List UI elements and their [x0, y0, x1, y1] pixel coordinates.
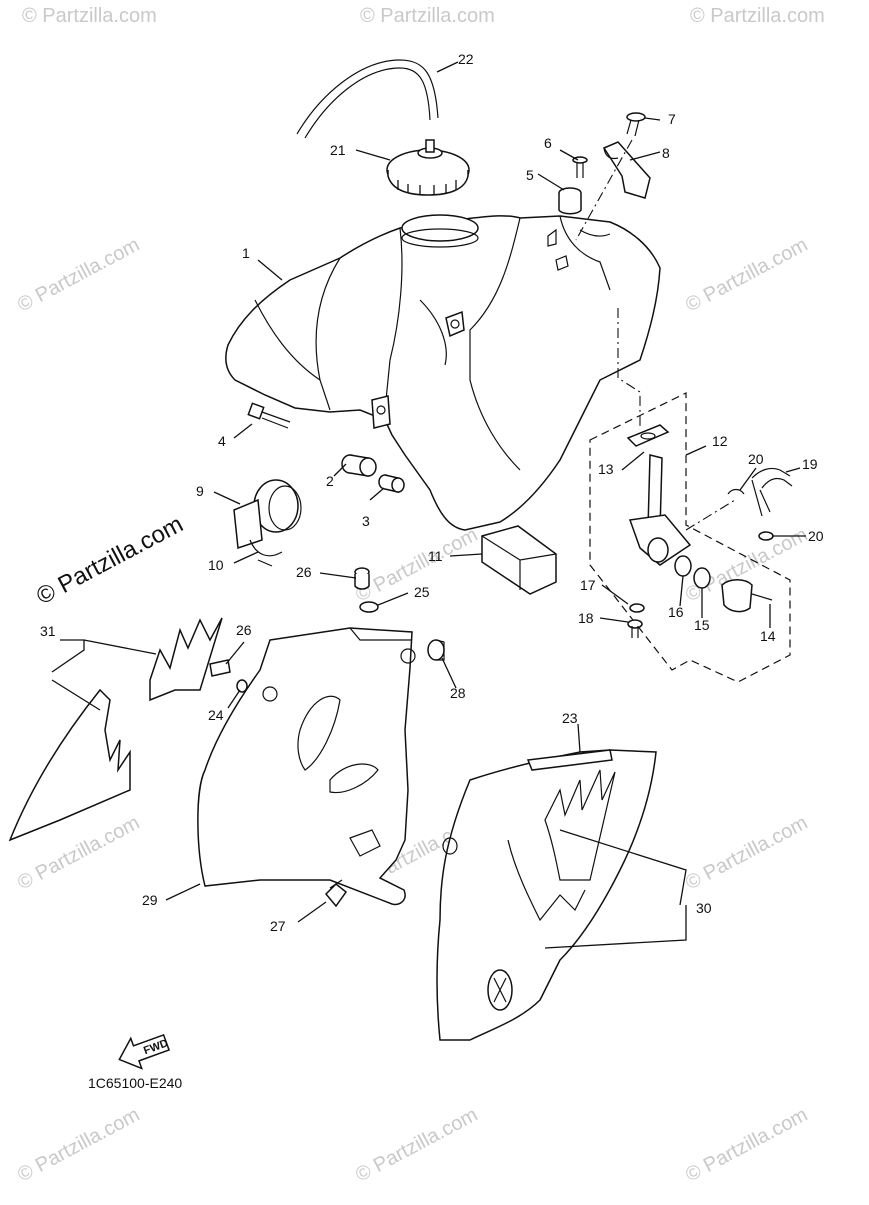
collar-3 — [378, 474, 405, 493]
side-cover-29 — [197, 627, 416, 906]
fuel-hose-19 — [751, 467, 793, 517]
callout-8: 8 — [662, 145, 670, 161]
watermark: © Partzilla.com — [14, 1104, 143, 1187]
callout-9: 9 — [196, 483, 204, 499]
hose-route-line — [685, 499, 736, 531]
callout-24: 24 — [208, 707, 224, 723]
watermark: © Partzilla.com — [14, 234, 143, 317]
collar-24 — [236, 679, 248, 693]
watermark: © Partzilla.com — [682, 812, 811, 895]
graphic-31 — [8, 617, 223, 842]
grommet-28 — [427, 639, 445, 661]
callout-13: 13 — [598, 461, 614, 477]
callout-20b: 20 — [808, 528, 824, 544]
bolt-26-side — [209, 659, 231, 677]
callout-4: 4 — [218, 433, 226, 449]
fuel-tank — [225, 214, 661, 531]
callout-27: 27 — [270, 918, 286, 934]
callout-3: 3 — [362, 513, 370, 529]
washer-25 — [359, 601, 379, 613]
center-line-7 — [575, 139, 633, 241]
callout-26-top: 26 — [296, 564, 312, 580]
callout-26-side: 26 — [236, 622, 252, 638]
watermark: © Partzilla.com — [682, 234, 811, 317]
protector-11 — [481, 525, 557, 595]
screw-6 — [572, 156, 588, 178]
watermark: © Partzilla.com — [352, 1104, 481, 1187]
callout-29: 29 — [142, 892, 158, 908]
watermark: © Partzilla.com — [690, 5, 825, 27]
lever-14 — [721, 579, 773, 613]
callout-15: 15 — [694, 617, 710, 633]
callout-12: 12 — [712, 433, 728, 449]
callout-14: 14 — [760, 628, 776, 644]
callout-1: 1 — [242, 245, 250, 261]
callout-10: 10 — [208, 557, 224, 573]
callout-23: 23 — [562, 710, 578, 726]
filler-neck-9 — [233, 479, 302, 550]
bracket-8 — [602, 141, 651, 199]
rivet-27 — [324, 879, 348, 908]
diagram-code: 1C65100-E240 — [88, 1075, 182, 1091]
watermark: © Partzilla.com — [360, 5, 495, 27]
breather-hose-edge — [304, 67, 431, 139]
bolt-18 — [627, 619, 643, 638]
callout-20a: 20 — [748, 451, 764, 467]
shroud-23 — [436, 749, 657, 1041]
fuel-cock-12 — [626, 424, 692, 566]
gasket-15 — [693, 567, 711, 589]
band-10 — [249, 539, 283, 567]
watermark: © Partzilla.com — [22, 5, 157, 27]
callout-17: 17 — [580, 577, 596, 593]
watermark: © Partzilla.com — [682, 1104, 811, 1187]
callout-11: 11 — [428, 548, 443, 564]
clip-20b — [758, 531, 774, 541]
fuel-cap — [386, 139, 470, 196]
callout-22: 22 — [458, 51, 474, 67]
callout-31: 31 — [40, 623, 56, 639]
bolt-4 — [247, 402, 291, 429]
callout-25: 25 — [414, 584, 430, 600]
grommet-5 — [558, 187, 582, 215]
leader-lines — [51, 61, 806, 949]
callout-18: 18 — [578, 610, 594, 626]
callout-16: 16 — [668, 604, 684, 620]
o-ring-16 — [674, 555, 692, 577]
callout-19: 19 — [802, 456, 818, 472]
washer-17 — [629, 603, 645, 613]
callout-labels: 1 2 3 4 5 6 7 8 9 10 11 12 13 14 15 16 1… — [40, 51, 824, 934]
fwd-arrow-icon: FWD — [118, 1033, 171, 1070]
callout-28: 28 — [450, 685, 466, 701]
fuel-cock-assy-boundary — [589, 392, 791, 683]
callout-2: 2 — [326, 473, 334, 489]
watermark-feature: © Partzilla.com — [32, 511, 187, 611]
callout-6: 6 — [544, 135, 552, 151]
callout-21: 21 — [330, 142, 346, 158]
clip-20a — [727, 488, 745, 495]
damper-2 — [341, 454, 377, 477]
grommet-26-top — [354, 567, 370, 590]
callout-7: 7 — [668, 111, 676, 127]
callout-30: 30 — [696, 900, 712, 916]
bolt-7 — [626, 112, 646, 137]
breather-hose — [296, 59, 439, 135]
callout-5: 5 — [526, 167, 534, 183]
tank-outlet-line — [617, 308, 641, 430]
